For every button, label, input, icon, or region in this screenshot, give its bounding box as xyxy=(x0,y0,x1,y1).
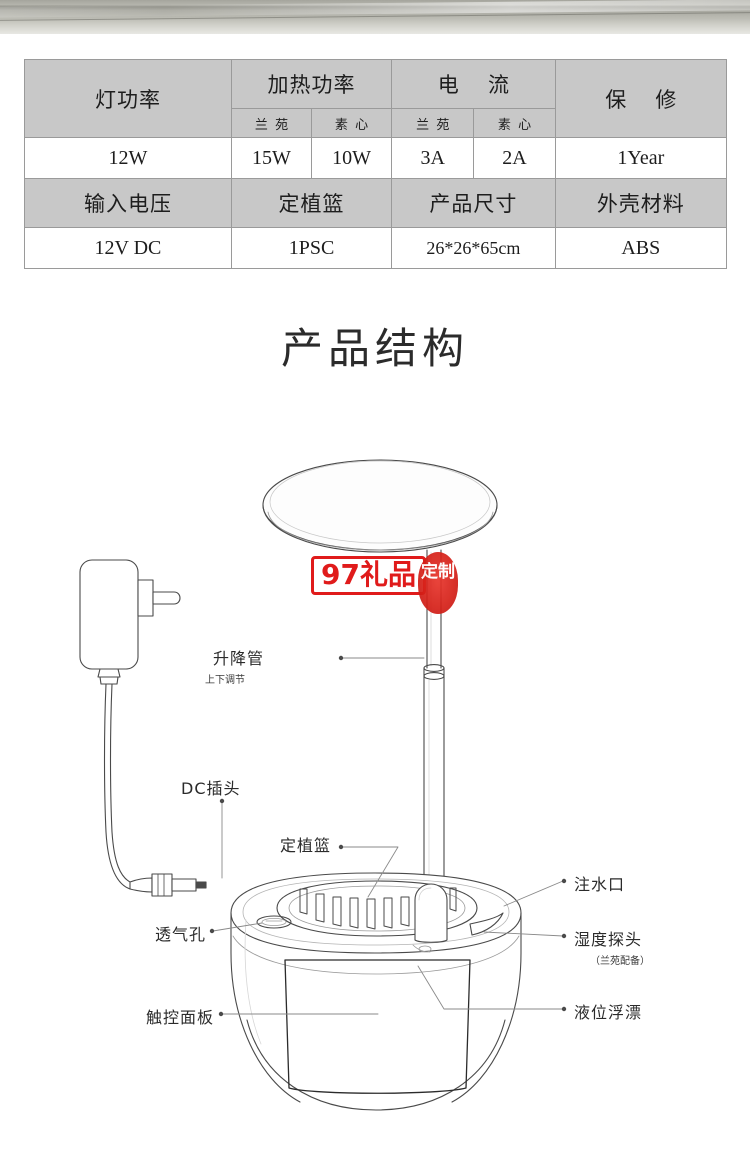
callout-water-inlet: 注水口 xyxy=(574,871,625,895)
cell-current-sub-suxin: 素 心 xyxy=(473,108,556,138)
callout-humidity-probe-sub: （兰苑配备） xyxy=(590,956,650,967)
callout-planting-basket-label: 定植篮 xyxy=(279,836,331,855)
cell-current-sub-lanyuan: 兰 苑 xyxy=(391,108,475,138)
callout-humidity-probe: 湿度探头 （兰苑配备） xyxy=(574,926,666,967)
callout-dc-plug: DC插头 xyxy=(181,775,241,799)
cell-heating-power-sub-suxin: 素 心 xyxy=(311,108,393,138)
cell-shell-material-header: 外壳材料 xyxy=(554,178,728,228)
cell-current-value-suxin: 2A xyxy=(473,137,556,179)
cell-warranty-value: 1Year xyxy=(554,137,728,179)
watermark-brand-box: 97礼品 xyxy=(311,556,426,596)
callout-water-level-float-label: 液位浮漂 xyxy=(574,1003,643,1022)
product-photo-strip xyxy=(0,0,750,34)
table-row: 输入电压 定植篮 产品尺寸 外壳材料 xyxy=(24,178,728,228)
water-level-float-group xyxy=(412,944,432,953)
table-row: 灯功率 加热功率 电 流 保 修 xyxy=(24,59,728,138)
table-row: 12V DC 1PSC 26*26*65cm ABS xyxy=(24,227,728,269)
watermark-seal-stamp: 定制 xyxy=(418,552,458,614)
cell-product-size-header: 产品尺寸 xyxy=(391,178,556,228)
cell-shell-material-value: ABS xyxy=(554,227,728,269)
callout-lift-tube-sub: 上下调节 xyxy=(205,675,245,686)
table-row: 12W 15W 10W 3A 2A 1Year xyxy=(24,137,728,179)
callout-water-level-float: 液位浮漂 xyxy=(574,999,642,1023)
callout-lift-tube: 升降管 上下调节 xyxy=(186,645,264,686)
specification-table: 灯功率 加热功率 电 流 保 修 兰 苑 素 心 兰 苑 素 心 12W 15W… xyxy=(24,59,728,269)
callout-lift-tube-label: 升降管 xyxy=(212,649,264,668)
cell-lamp-power-value: 12W xyxy=(24,137,232,179)
callout-planting-basket: 定植篮 xyxy=(261,832,331,856)
cell-heating-power-sub-lanyuan: 兰 苑 xyxy=(230,108,313,138)
lamp-shade-group xyxy=(262,459,498,553)
cell-heating-power-value-lanyuan: 15W xyxy=(230,137,313,179)
vent-hole-group xyxy=(256,915,292,929)
cell-planting-basket-value: 1PSC xyxy=(230,227,393,269)
leader-lines-group xyxy=(209,655,567,1017)
callout-dc-plug-label: DC插头 xyxy=(181,779,241,798)
watermark: 97礼品 定制 xyxy=(311,552,471,614)
cell-product-size-value: 26*26*65cm xyxy=(391,227,556,269)
power-adapter-group xyxy=(79,559,181,685)
dc-plug-group xyxy=(129,873,207,897)
cell-current-value-lanyuan: 3A xyxy=(391,137,475,179)
cell-planting-basket-header: 定植篮 xyxy=(230,178,393,228)
callout-water-inlet-label: 注水口 xyxy=(574,875,626,894)
callout-vent-hole: 透气孔 xyxy=(136,921,206,945)
cell-heating-power-value-suxin: 10W xyxy=(311,137,393,179)
callout-touch-panel: 触控面板 xyxy=(122,1004,214,1028)
page-title: 产品结构 xyxy=(280,324,469,373)
callout-humidity-probe-label: 湿度探头 xyxy=(574,930,643,949)
pot-body-group xyxy=(230,872,522,1111)
water-inlet-group xyxy=(469,912,504,936)
dc-cable-group xyxy=(103,683,133,890)
cell-lamp-power-header: 灯功率 xyxy=(24,59,232,138)
cell-warranty-header: 保 修 xyxy=(554,59,728,138)
callout-vent-hole-label: 透气孔 xyxy=(154,925,206,944)
cell-input-voltage-header: 输入电压 xyxy=(24,178,232,228)
cell-input-voltage-value: 12V DC xyxy=(24,227,232,269)
cell-current-header: 电 流 xyxy=(391,59,556,109)
humidity-probe-group xyxy=(414,883,448,943)
table-row: 兰 苑 素 心 兰 苑 素 心 xyxy=(25,108,727,138)
product-structure-diagram xyxy=(0,400,750,1140)
photo-strip-highlight xyxy=(0,0,750,18)
cell-heating-power-header: 加热功率 xyxy=(230,59,393,109)
touch-panel-group xyxy=(284,959,471,1094)
callout-touch-panel-label: 触控面板 xyxy=(145,1008,214,1027)
